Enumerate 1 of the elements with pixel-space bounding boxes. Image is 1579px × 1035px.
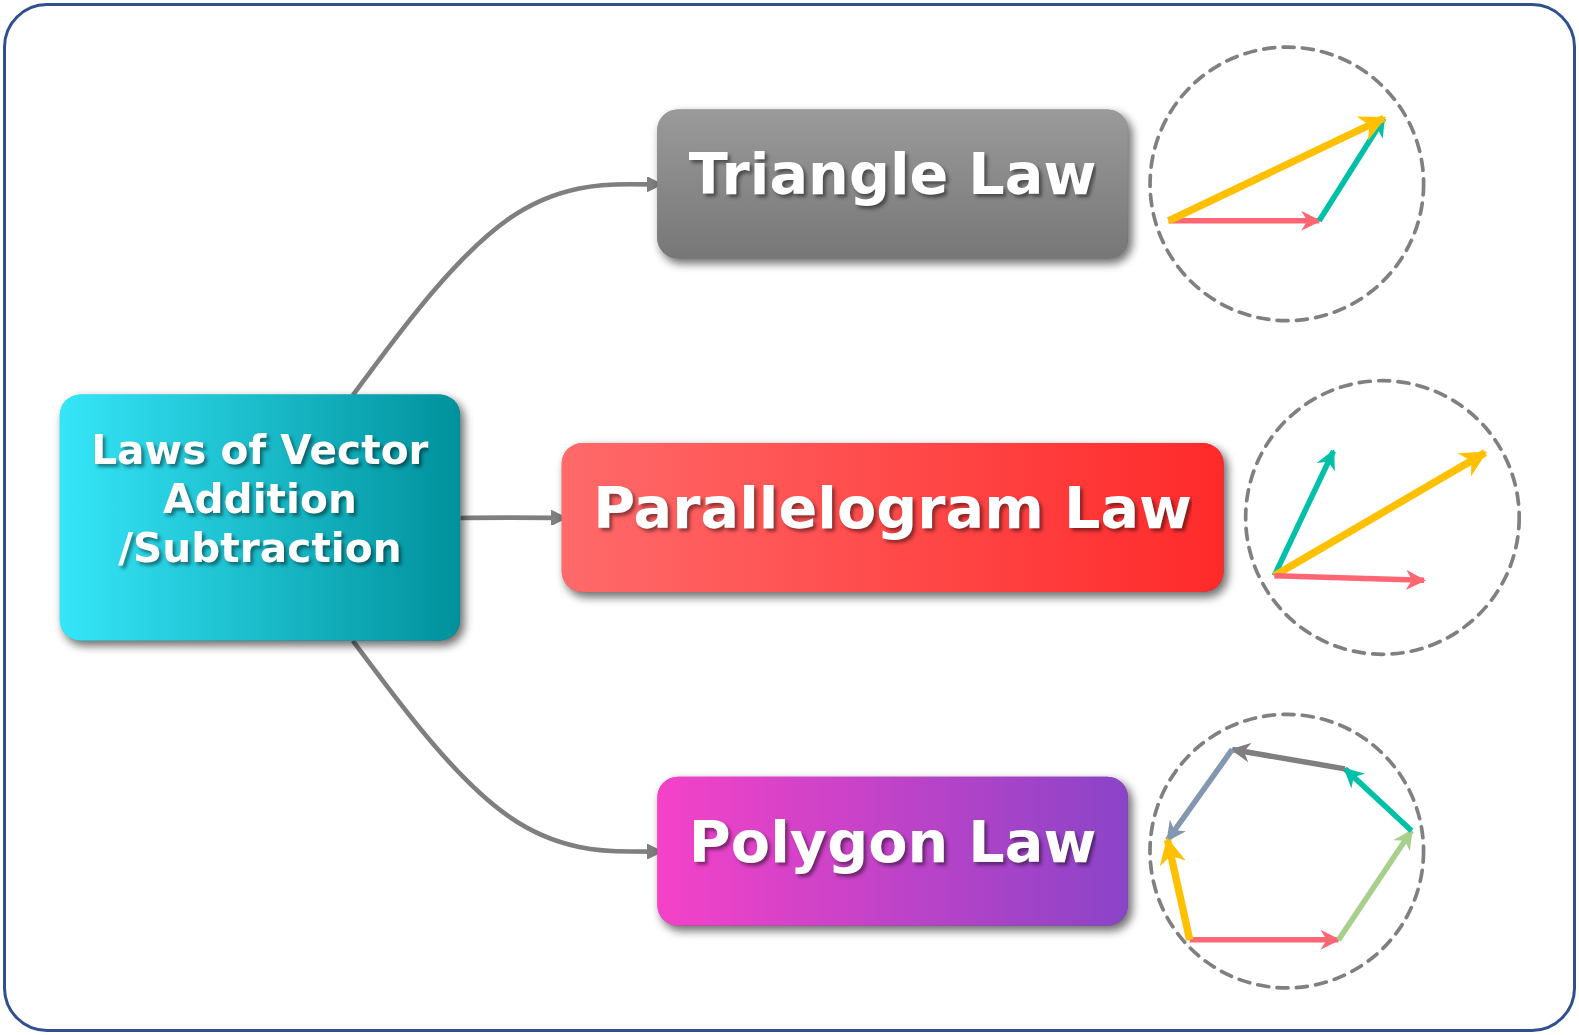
page-frame: Laws of Vector Addition /Subtraction Triangle Law Parallelogram Law Polygon Law <box>3 3 1576 1032</box>
